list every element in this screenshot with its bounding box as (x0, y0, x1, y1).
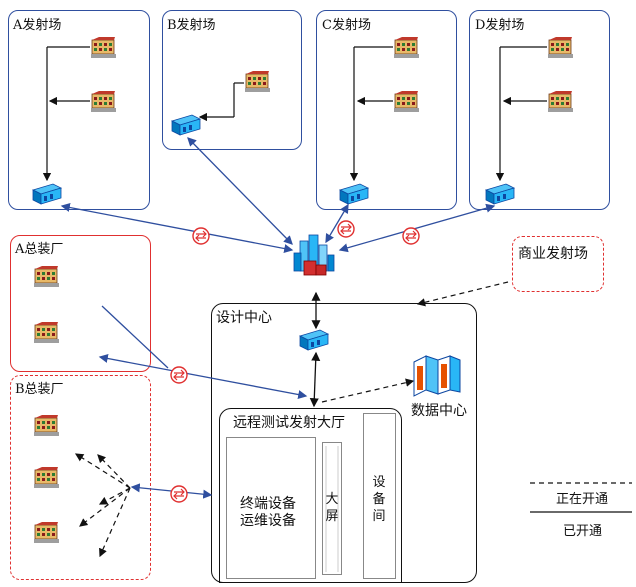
rack-icon (413, 355, 461, 397)
blue-wan-links (60, 137, 496, 499)
site-d-internal-links (495, 46, 547, 182)
building-icon (244, 70, 271, 93)
launch-site-b-label: B发射场 (167, 18, 216, 33)
encryptor-icon (337, 220, 355, 238)
big-screen-label: 大屏 (325, 492, 339, 524)
launch-site-d-box (469, 10, 610, 210)
design-center-label: 设计中心 (216, 310, 272, 326)
building-icon (33, 521, 60, 544)
launch-site-c-label: C发射场 (322, 18, 371, 33)
server-icon (32, 183, 62, 205)
building-icon (90, 36, 117, 59)
legend-dashed-label: 正在开通 (556, 492, 609, 507)
factory-b-box (10, 375, 151, 580)
launch-site-a-label: A发射场 (13, 18, 62, 33)
server-icon (485, 183, 515, 205)
building-icon (33, 414, 60, 437)
building-icon (547, 36, 574, 59)
server-icon (339, 183, 369, 205)
commercial-site-box (512, 236, 604, 292)
site-b-internal-links (198, 82, 244, 122)
terminal-label-line1: 终端设备 (240, 496, 296, 512)
terminal-label-line2: 运维设备 (240, 513, 296, 529)
building-icon (90, 90, 117, 113)
city-hub-icon (293, 234, 335, 276)
encryptor-icon (402, 227, 420, 245)
terminal-area-box (226, 437, 316, 579)
dashed-links (74, 281, 509, 558)
design-center-links (309, 291, 321, 408)
server-icon (299, 329, 329, 351)
site-a-internal-links (42, 46, 90, 182)
building-icon (393, 90, 420, 113)
factory-b-label: B总装厂 (15, 382, 64, 397)
building-icon (393, 36, 420, 59)
site-c-internal-links (349, 46, 393, 182)
data-center-label: 数据中心 (411, 403, 467, 419)
building-icon (33, 321, 60, 344)
equipment-room-box (363, 413, 396, 579)
launch-site-d-label: D发射场 (475, 18, 525, 33)
remote-hall-title: 远程测试发射大厅 (233, 415, 345, 431)
server-icon (171, 114, 201, 136)
commercial-site-label: 商业发射场 (518, 246, 588, 262)
factory-a-label: A总装厂 (15, 242, 64, 257)
big-screen-stripes (325, 446, 339, 572)
legend-solid-label: 已开通 (563, 524, 603, 539)
building-icon (547, 90, 574, 113)
big-screen-box (322, 442, 342, 575)
encryptor-icon (170, 366, 188, 384)
building-icon (33, 466, 60, 489)
equipment-room-label: 设备间 (372, 475, 386, 524)
building-icon (33, 265, 60, 288)
encryptor-icon (170, 485, 188, 503)
encryptor-icon (192, 227, 210, 245)
remote-hall-box (219, 408, 402, 583)
